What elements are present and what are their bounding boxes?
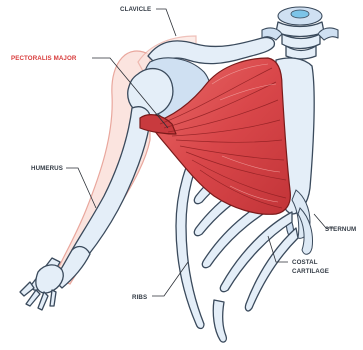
clavicle-leader — [156, 9, 176, 36]
cervical-spine — [262, 7, 338, 59]
hand-bones — [20, 265, 63, 310]
sternum-label: STERNUM — [325, 226, 356, 233]
costal-cartilage — [292, 190, 313, 254]
pectoralis-major-label: PECTORALIS MAJOR — [11, 55, 77, 62]
clavicle-label: CLAVICLE — [120, 6, 151, 13]
ribs-label: RIBS — [132, 294, 147, 301]
humerus-label: HUMERUS — [31, 165, 63, 172]
costal-cartilage-label-line2: CARTILAGE — [292, 268, 329, 275]
costal-cartilage-label-line1: COSTAL — [292, 259, 318, 266]
